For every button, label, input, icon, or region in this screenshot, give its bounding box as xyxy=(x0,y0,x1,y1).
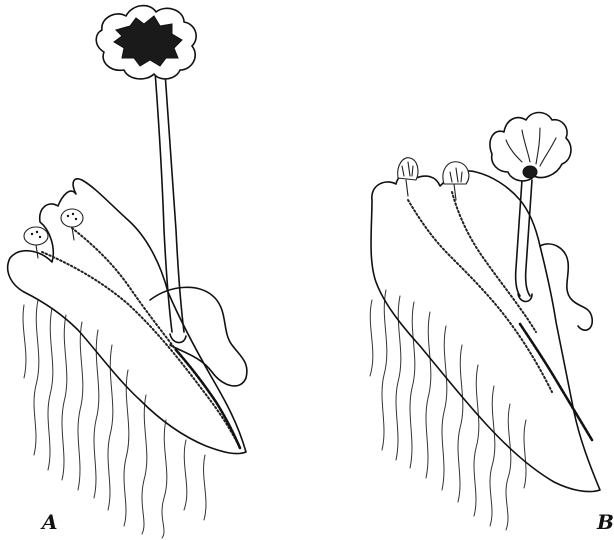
panel-a-young-receptacle-1 xyxy=(24,227,48,258)
panel-b-midrib-3 xyxy=(520,324,592,440)
panel-a-rhizoids xyxy=(23,300,206,538)
panel-a-stalk xyxy=(154,58,172,332)
panel-b-stalk xyxy=(516,180,522,296)
panel-a-young-receptacle-2 xyxy=(61,209,83,240)
panel-a-midrib-1 xyxy=(42,252,240,448)
panel-b-rhizoids xyxy=(370,290,526,530)
panel-a-midrib-3 xyxy=(176,350,240,448)
panel-b-midrib-2 xyxy=(452,192,536,332)
panel-b-stalk-edge xyxy=(526,180,532,296)
panel-b-young-receptacle-1 xyxy=(398,158,418,196)
panel-b-young-receptacle-2 xyxy=(443,162,469,200)
panel-a-back-lobe xyxy=(150,287,247,386)
panel-b-wavy-margin xyxy=(540,244,592,330)
panel-b-label: B xyxy=(597,512,614,532)
panel-b-cap xyxy=(490,113,571,181)
panel-b-thallus xyxy=(371,171,600,492)
panel-b-drawing xyxy=(370,113,600,531)
panel-a-disc xyxy=(96,6,196,79)
panel-a-drawing xyxy=(8,6,247,538)
panel-a-label: A xyxy=(42,512,58,532)
panel-a-thallus xyxy=(8,179,246,454)
panel-a-midrib-2 xyxy=(72,228,176,350)
